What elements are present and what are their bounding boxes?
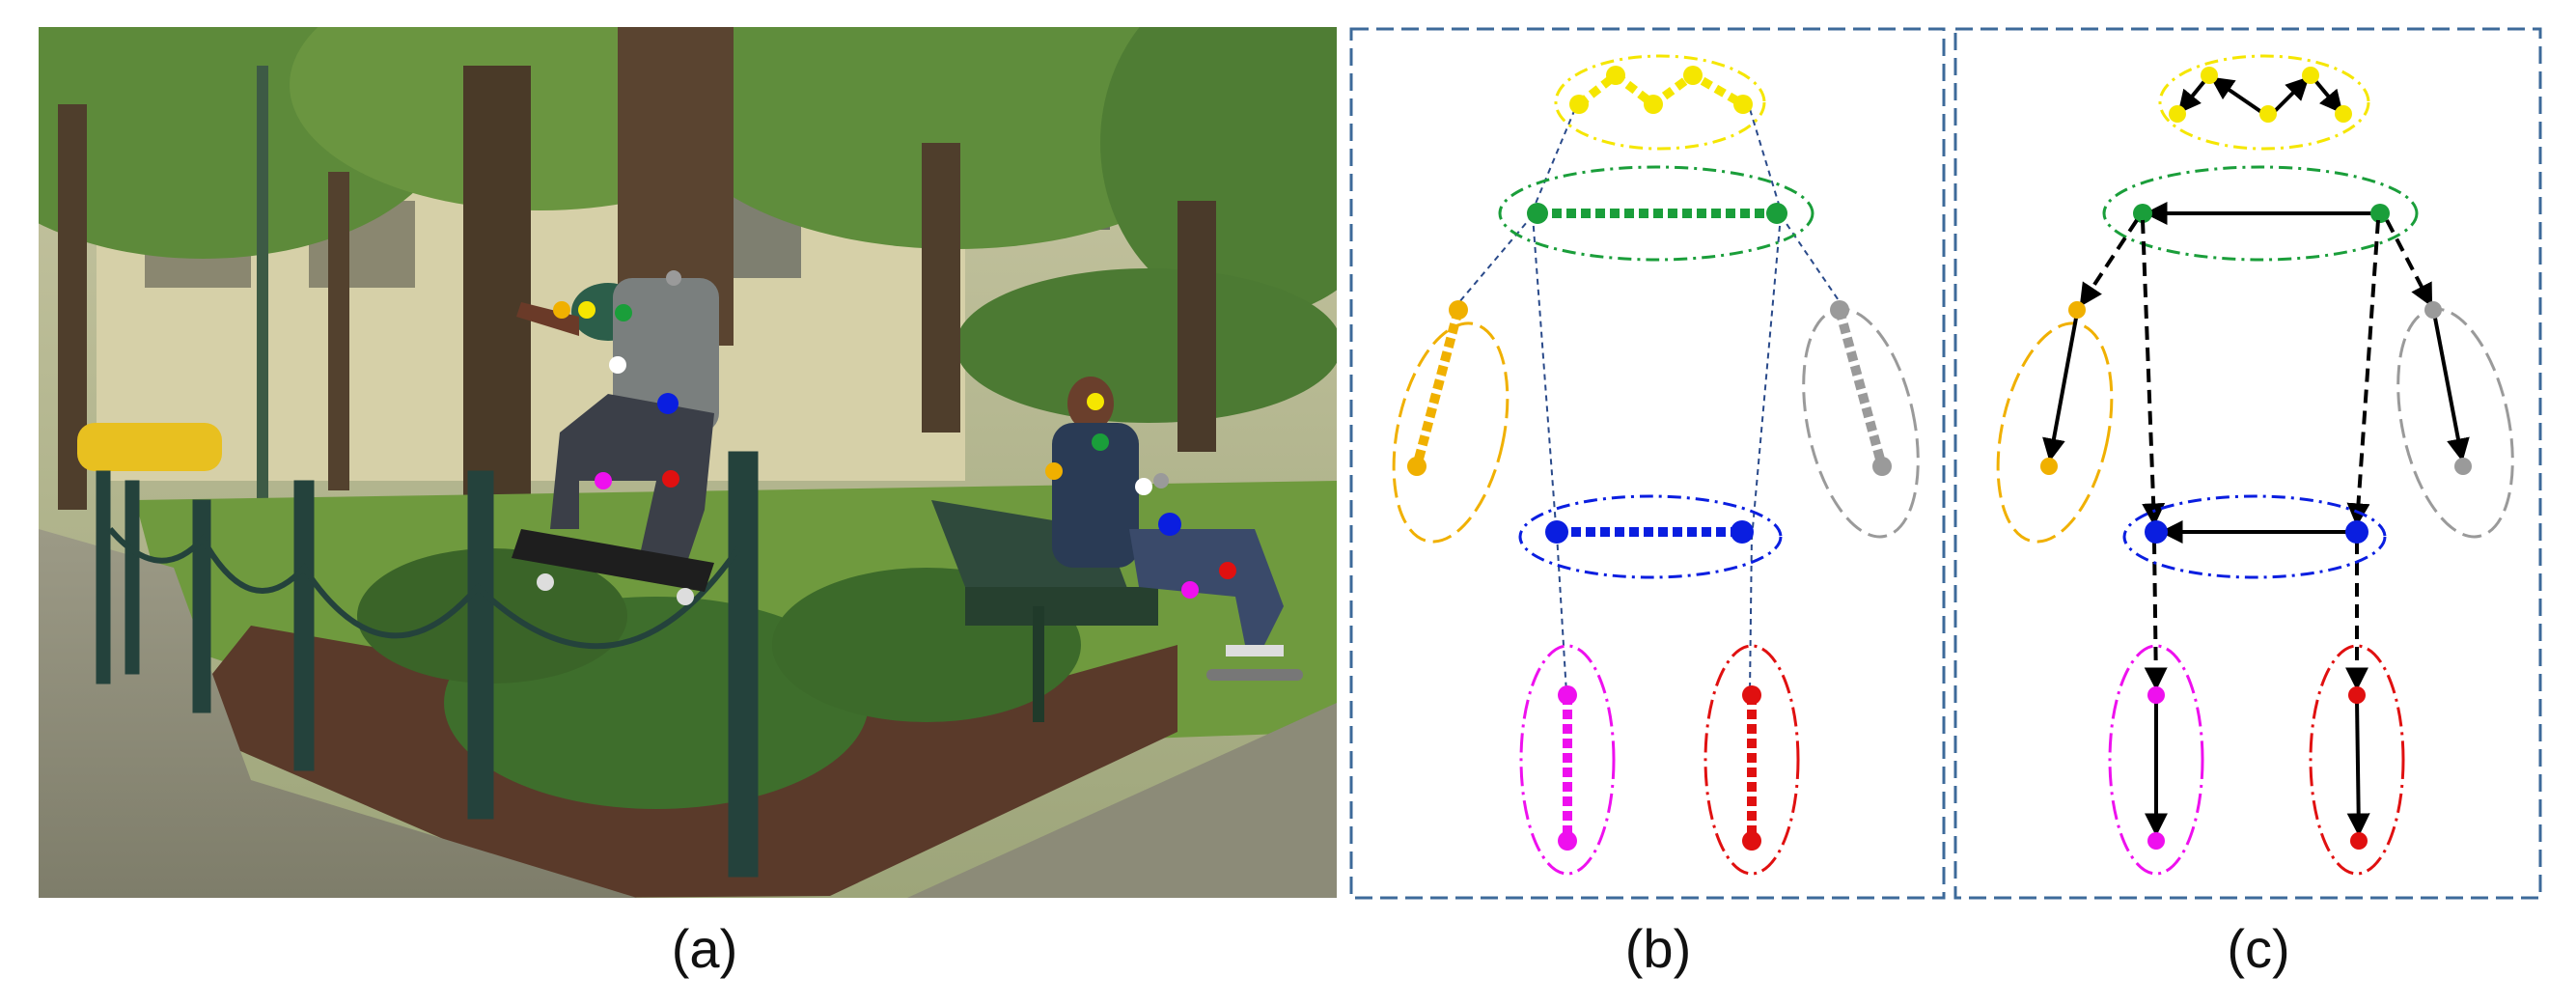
right-arm-group xyxy=(1802,300,1920,539)
right-leg-group xyxy=(1703,644,1800,876)
left-leg-group xyxy=(1519,644,1616,876)
keypoint-head xyxy=(1087,393,1104,410)
keypoint-elbow xyxy=(609,356,626,374)
fence xyxy=(96,451,759,878)
keypoint-head xyxy=(578,301,596,319)
left-arm-group xyxy=(1392,300,1510,544)
keypoint-shoulder xyxy=(666,270,681,286)
directed-graph-c xyxy=(1953,27,2542,900)
keypoint-knee xyxy=(662,470,679,488)
caption-c: (c) xyxy=(2227,918,2290,979)
caption-a: (a) xyxy=(671,918,738,979)
keypoint-knee xyxy=(1181,581,1199,599)
head-group xyxy=(1554,54,1766,151)
head-group xyxy=(2158,54,2370,151)
keypoint-shoulder xyxy=(1045,462,1063,480)
directed-svg-c xyxy=(1953,27,2542,900)
caption-b: (b) xyxy=(1624,918,1692,979)
sitter xyxy=(1052,377,1303,681)
photo-panel xyxy=(39,27,1337,898)
keypoint-hip xyxy=(1158,513,1181,536)
group-links xyxy=(1453,98,1845,694)
inter-group-arrows xyxy=(2079,218,2433,691)
keypoint-knee xyxy=(1219,562,1236,579)
left-arm-group xyxy=(1996,301,2114,544)
skater xyxy=(512,278,719,605)
frame-c xyxy=(1953,27,2542,900)
sitter-keypoints xyxy=(1045,393,1236,599)
keypoint-elbow xyxy=(1135,478,1152,495)
skatepark-photo xyxy=(39,27,1337,898)
taxi xyxy=(77,423,222,471)
grouping-diagram-b xyxy=(1349,27,1946,900)
torso-group xyxy=(2102,165,2419,262)
right-leg-group xyxy=(2309,644,2405,876)
keypoint-torso xyxy=(615,304,632,321)
torso-group xyxy=(1498,165,1814,262)
frame-b xyxy=(1349,27,1946,900)
keypoint-torso xyxy=(1092,433,1109,451)
sidewalk xyxy=(39,529,637,898)
right-arm-group xyxy=(2396,301,2514,539)
keypoint-knee xyxy=(595,472,612,489)
tree-trunk xyxy=(463,66,531,529)
skater-keypoints xyxy=(553,270,681,489)
grouping-svg-b xyxy=(1349,27,1946,900)
left-leg-group xyxy=(2108,644,2204,876)
hip-group xyxy=(2122,494,2387,579)
keypoint-shoulder xyxy=(1153,473,1169,489)
keypoint-hip xyxy=(657,393,679,414)
hip-group xyxy=(1518,494,1783,579)
keypoint-head xyxy=(553,301,570,319)
